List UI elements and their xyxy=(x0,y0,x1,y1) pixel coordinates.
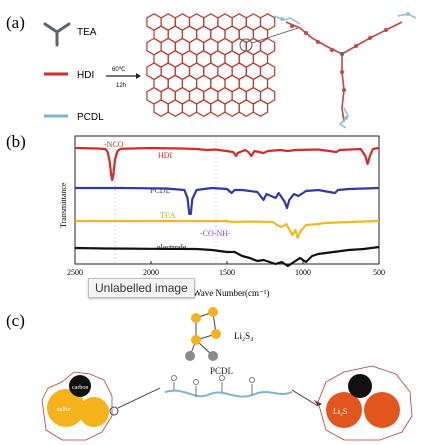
atom xyxy=(316,40,320,44)
legend-hdi-label: HDI xyxy=(77,70,94,81)
atom xyxy=(384,28,388,32)
x-axis-ticks: 2500 2000 1500 1000 500 xyxy=(67,261,385,277)
panel-a: (a) TEA HDI PCDL 60℃ 12h xyxy=(6,12,417,129)
pcdl-tail-left xyxy=(273,15,301,25)
atom xyxy=(290,24,294,28)
network-cell xyxy=(210,99,226,117)
zoom-connector xyxy=(251,27,299,44)
arrow-condition-temp: 60℃ xyxy=(112,67,126,73)
molecule-atoms xyxy=(280,12,410,120)
carbon-label: carbon xyxy=(72,385,88,391)
arrow-condition-time: 12h xyxy=(116,83,126,89)
atom xyxy=(368,36,372,40)
polymer-network xyxy=(146,13,276,117)
x-tick-label: 2000 xyxy=(143,268,159,277)
atom xyxy=(406,12,410,16)
atom xyxy=(340,52,344,56)
legend-tea-label: TEA xyxy=(77,27,97,38)
network-cell xyxy=(181,99,198,117)
series-line-electrode xyxy=(74,245,380,268)
atom xyxy=(330,48,334,52)
carbon-sulfur-composite: carbon sulfur xyxy=(41,371,119,441)
x-tick-label: 500 xyxy=(373,268,385,277)
atom xyxy=(342,88,346,92)
y-axis-label: Transmittance xyxy=(59,182,68,228)
sulfur-atom xyxy=(211,329,221,339)
sulfur-atom xyxy=(191,313,201,323)
sulfur-atom xyxy=(208,307,218,317)
network-cell xyxy=(153,99,169,117)
tea-icon xyxy=(43,22,71,47)
series-line-hdi xyxy=(74,146,380,182)
sulfur-atom xyxy=(191,335,201,345)
network-cell xyxy=(224,99,240,117)
network-cell xyxy=(238,99,254,117)
network-cell xyxy=(167,99,183,117)
atom xyxy=(340,70,344,74)
x-axis-label: Wave Number(cm⁻¹) xyxy=(193,288,269,298)
li2s-particle xyxy=(364,392,400,428)
zoom-circle-c xyxy=(109,406,119,416)
atom xyxy=(344,116,348,120)
pcdl-label: PCDL xyxy=(210,366,233,376)
connector-left xyxy=(117,387,161,409)
annotation-co-nh: -CO-NH- xyxy=(200,229,231,238)
annotation-pcdl: PCDL xyxy=(150,186,171,195)
li2s-composite: Li₂S xyxy=(317,365,413,441)
panel-c: (c) Li₂S₄ PCDL xyxy=(6,307,413,441)
series-lines xyxy=(74,146,380,268)
legend-pcdl-label: PCDL xyxy=(77,112,104,123)
li2s-label: Li₂S xyxy=(333,407,347,416)
molecule-chain-down xyxy=(341,54,345,123)
panel-b-label: (b) xyxy=(6,132,26,151)
atom xyxy=(280,17,284,21)
series-line-pcdl xyxy=(75,186,380,216)
x-tick-label: 2500 xyxy=(67,268,83,277)
pcdl-tail-down xyxy=(338,107,349,129)
annotation-nco: -NCO xyxy=(104,140,124,149)
annotation-hdi: HDI xyxy=(158,151,173,160)
atom xyxy=(304,31,308,35)
carbon-particle xyxy=(69,375,91,397)
annotation-electrode: electrode xyxy=(157,243,187,252)
sulfur-label: sulfur xyxy=(57,406,71,413)
pcdl-chain: PCDL xyxy=(164,366,293,398)
x-tick-label: 1000 xyxy=(295,268,311,277)
series-line-tea xyxy=(75,219,380,240)
connector-right xyxy=(291,389,319,407)
image-tooltip: Unlabelled image xyxy=(88,278,195,298)
panel-b: (b) Transmittance 2500 2000 1500 1000 500 Wa… xyxy=(6,132,385,298)
zoom-circle xyxy=(239,38,253,52)
panel-a-label: (a) xyxy=(6,13,25,32)
panel-c-label: (c) xyxy=(6,311,25,330)
plot-frame xyxy=(74,135,380,265)
network-cell xyxy=(252,99,269,117)
network-cell xyxy=(196,99,212,117)
carbon-particle xyxy=(348,374,372,398)
arrow-head-icon xyxy=(136,73,141,79)
lithium-atom xyxy=(208,351,218,361)
sulfur-particle xyxy=(79,397,109,427)
x-tick-label: 1500 xyxy=(219,268,235,277)
li2s-particle xyxy=(326,392,362,428)
atom xyxy=(354,44,358,48)
lithium-atom xyxy=(185,351,195,361)
molecular-structure xyxy=(273,13,417,129)
sulfur-particle xyxy=(47,389,85,427)
li2s4-cluster: Li₂S₄ xyxy=(185,307,253,361)
annotation-tea: TEA xyxy=(160,211,176,220)
li2s4-label: Li₂S₄ xyxy=(234,331,253,341)
